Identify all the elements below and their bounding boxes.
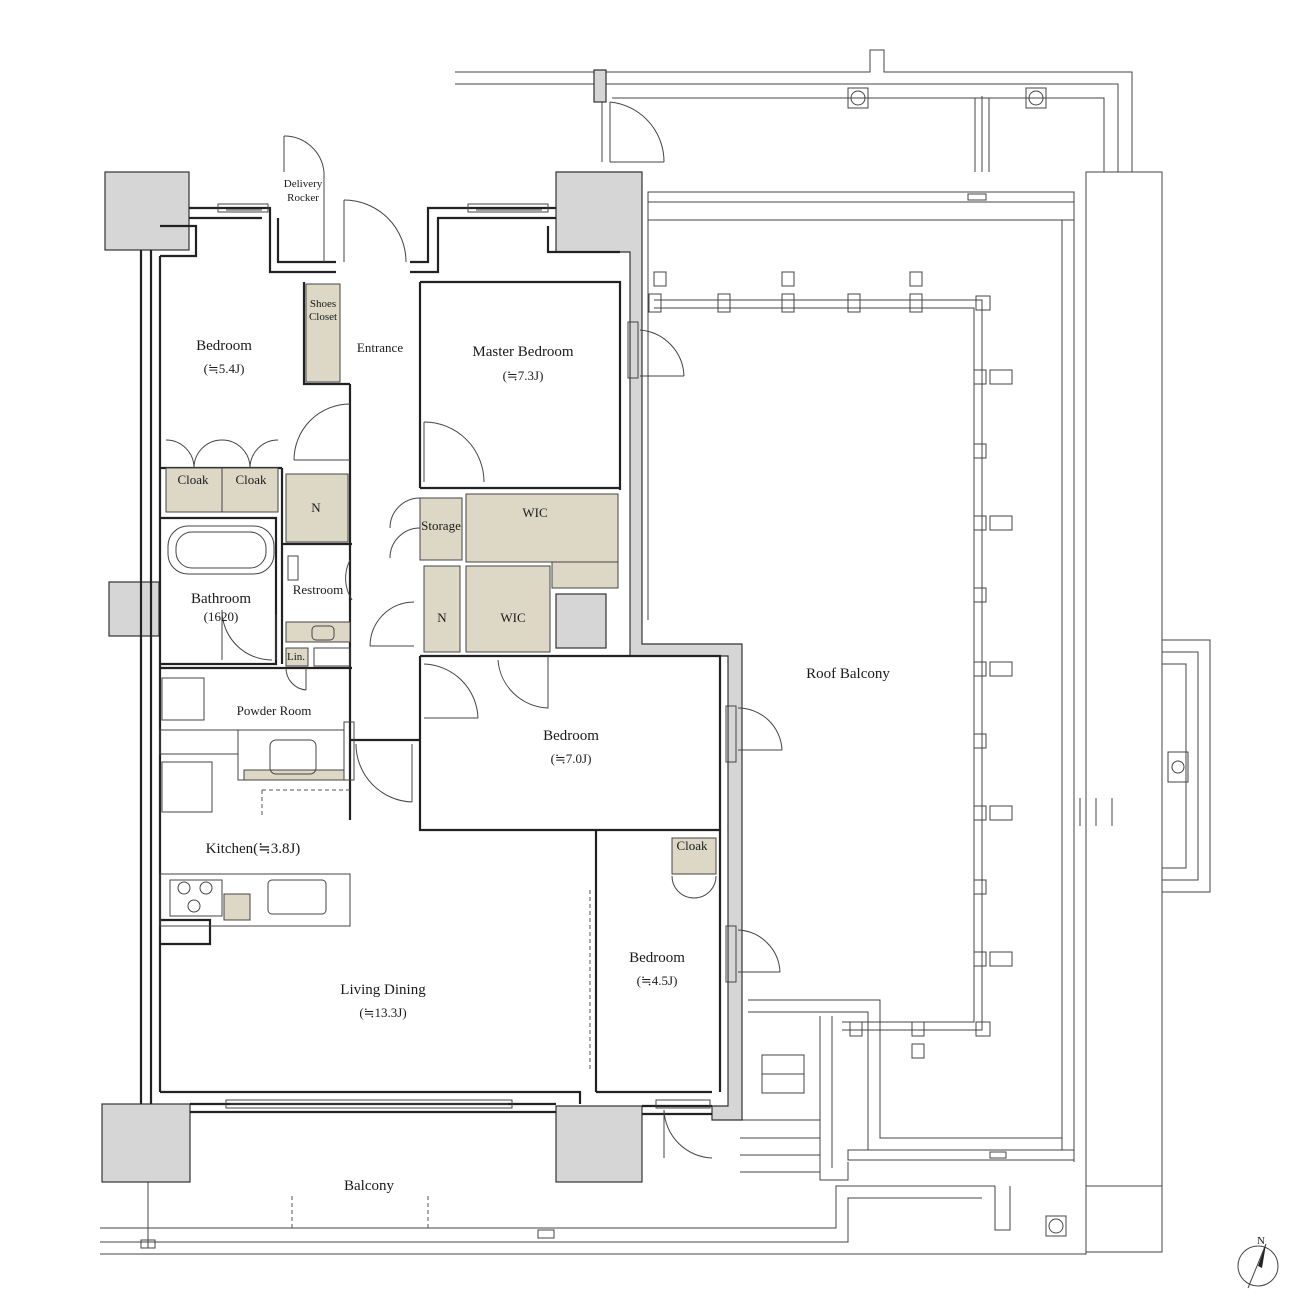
fixtures (159, 283, 717, 927)
balcony-railing (100, 1182, 1163, 1255)
roof-balcony-edges (647, 191, 1075, 1181)
bedroom-se-size: (≒4.5J) (637, 973, 678, 988)
living-dining-label: Living Dining (340, 982, 426, 998)
living-dining-size: (≒13.3J) (359, 1005, 406, 1020)
n-closet-label: N (437, 610, 447, 625)
master-bedroom-size: (≒7.3J) (503, 368, 544, 383)
bathroom-size: (1620) (204, 609, 239, 624)
storage-label: Storage (421, 518, 461, 533)
column (104, 171, 190, 251)
wic-label: WIC (500, 610, 525, 625)
column (555, 593, 607, 649)
walls (139, 206, 722, 1116)
bedroom-mid-label: Bedroom (543, 728, 599, 744)
delivery-rocker-label: Rocker (287, 192, 319, 204)
drain-icons (847, 87, 1067, 1237)
bedroom-nw-size: (≒5.4J) (204, 361, 245, 376)
bedroom-nw-label: Bedroom (196, 338, 252, 354)
column (593, 69, 607, 103)
kitchen-label: Kitchen(≒3.8J) (206, 841, 301, 857)
bathroom-label: Bathroom (191, 591, 251, 607)
restroom-label: Restroom (293, 582, 344, 597)
compass-north-label: N (1257, 1235, 1265, 1247)
roof-balcony-label: Roof Balcony (806, 666, 890, 682)
powder-room-label: Powder Room (237, 703, 312, 718)
room-labels: Delivery Rocker Shoes Closet Entrance Be… (177, 178, 1265, 1247)
cloak-label: Cloak (676, 838, 708, 853)
n-closet-label: N (311, 500, 321, 515)
master-bedroom-label: Master Bedroom (472, 344, 574, 360)
cloak-label: Cloak (177, 472, 209, 487)
cloak-label: Cloak (235, 472, 267, 487)
compass-icon (1237, 1243, 1279, 1289)
shoes-closet-label: Shoes (310, 298, 336, 310)
bedroom-mid-size: (≒7.0J) (551, 751, 592, 766)
pergola-frame (648, 271, 1013, 1059)
wic-label: WIC (522, 505, 547, 520)
balcony-label: Balcony (344, 1178, 394, 1194)
windows (217, 203, 737, 1109)
doors (165, 101, 783, 1159)
linen-label: Lin. (287, 651, 305, 663)
bedroom-se-label: Bedroom (629, 950, 685, 966)
delivery-rocker-label: Delivery (284, 178, 323, 190)
column (101, 1103, 191, 1183)
shoes-closet-label: Closet (309, 311, 337, 323)
column (555, 1105, 643, 1183)
entrance-label: Entrance (357, 340, 403, 355)
